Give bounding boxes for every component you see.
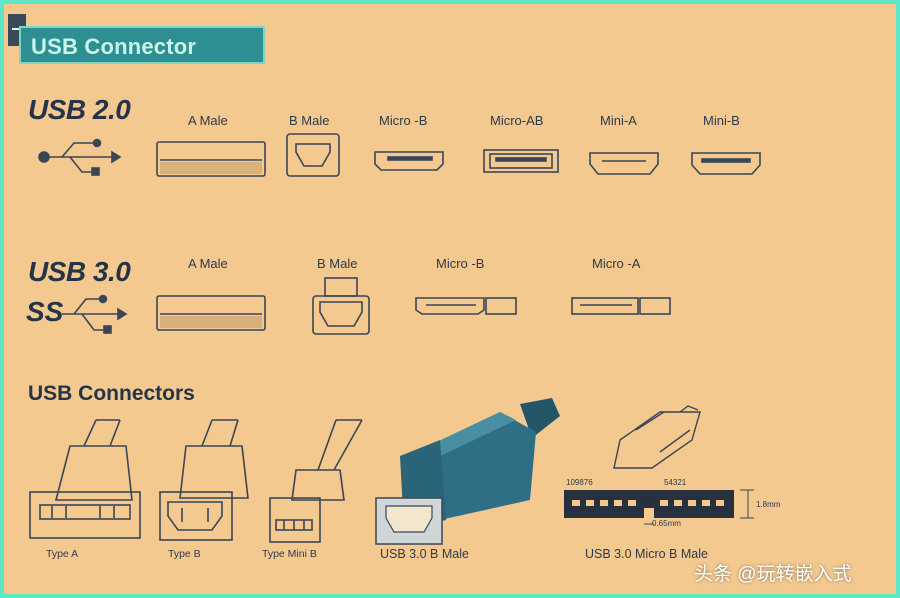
usb2-micro-ab-drawing (483, 149, 559, 173)
usb-trident-icon-3 (62, 294, 128, 334)
type-a-plug-drawing (29, 419, 141, 539)
type-mini-b-plug-drawing (269, 419, 363, 543)
usb3-a-male-drawing (156, 295, 266, 331)
usb3-micro-b-plug-drawing (613, 405, 701, 469)
usb3-a-male-label: A Male (188, 256, 228, 271)
usb-trident-icon-2 (38, 138, 122, 176)
usb3-b-male-connector-icon (375, 398, 560, 545)
usb2-mini-a-drawing (589, 152, 659, 175)
caption-usb3-b-male: USB 3.0 B Male (380, 547, 469, 561)
page-title: USB Connector (31, 34, 197, 59)
caption-type-a: Type A (46, 548, 79, 560)
usb2-micro-b-label: Micro -B (379, 113, 428, 128)
usb2-a-male-label: A Male (188, 113, 228, 128)
micro-b-pinout-diagram (564, 489, 754, 525)
dim-pitch-label: 0.65mm (652, 519, 681, 528)
usb3-b-male-label: B Male (317, 256, 358, 271)
watermark-text: 头条 @玩转嵌入式 (694, 564, 852, 585)
usb2-mini-b-drawing (691, 152, 761, 175)
title-box: USB Connector (19, 26, 265, 64)
connectors-section-title: USB Connectors (28, 382, 195, 405)
usb2-mini-b-label: Mini-B (703, 113, 740, 128)
usb3-b-male-drawing (312, 277, 370, 335)
usb2-b-male-label: B Male (289, 113, 330, 128)
pin-numbers-left: 109876 (566, 478, 593, 487)
caption-type-b: Type B (168, 548, 201, 560)
dim-height-label: 1.8mm (756, 500, 781, 509)
usb3-label: USB 3.0 (28, 256, 131, 287)
usb2-a-male-drawing (156, 141, 266, 177)
caption-usb3-micro-b-male: USB 3.0 Micro B Male (585, 547, 708, 561)
usb2-b-male-drawing (286, 133, 340, 177)
usb2-micro-ab-label: Micro-AB (490, 113, 544, 128)
usb3-micro-b-drawing (415, 297, 517, 315)
usb3-micro-a-label: Micro -A (592, 256, 641, 271)
usb2-mini-a-label: Mini-A (600, 113, 637, 128)
usb2-micro-b-drawing (374, 151, 444, 171)
pin-numbers-right: 54321 (664, 478, 687, 487)
usb3-micro-a-drawing (571, 297, 671, 315)
usb3-micro-b-label: Micro -B (436, 256, 485, 271)
usb2-label: USB 2.0 (28, 94, 131, 125)
usb3-ss-label: SS (26, 296, 64, 327)
caption-type-mini-b: Type Mini B (262, 548, 317, 560)
type-b-plug-drawing (159, 419, 249, 541)
